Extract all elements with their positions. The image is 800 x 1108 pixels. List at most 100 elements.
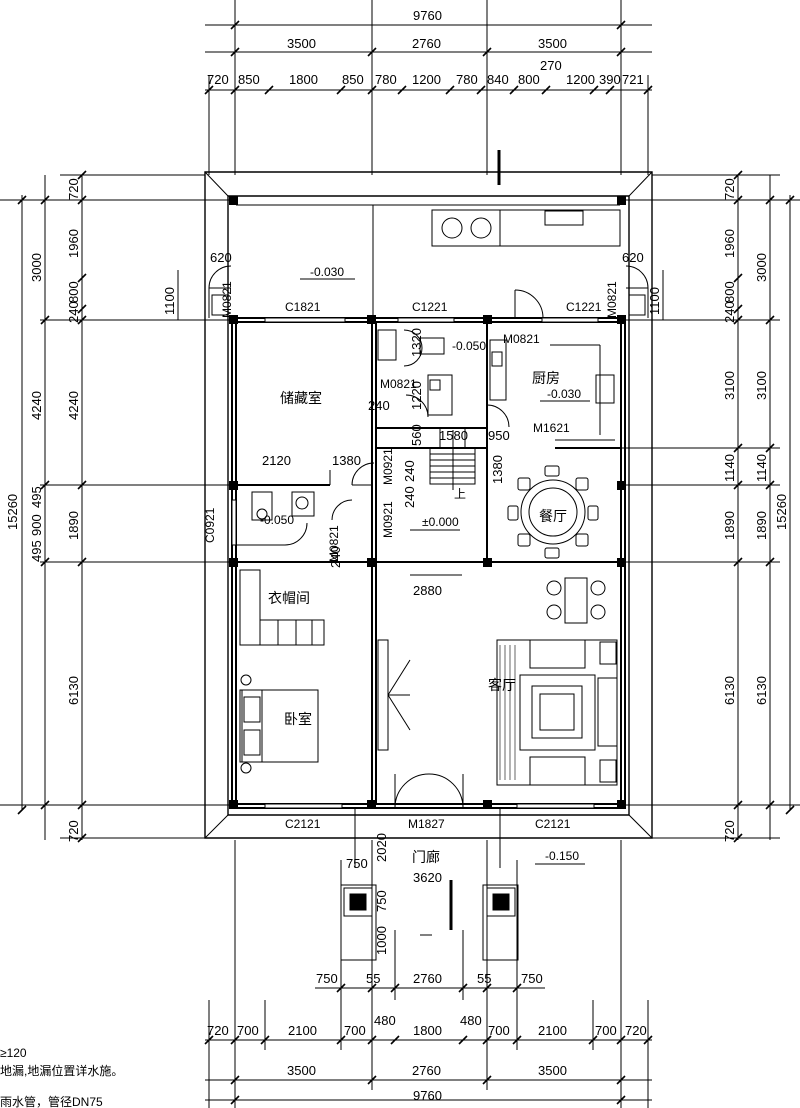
dim-240-b: 240	[402, 460, 417, 482]
dim-top-detail-4: 850	[342, 72, 364, 87]
dim-left-b-4: 495	[29, 486, 44, 508]
dim-right-b-5: 1890	[754, 511, 769, 540]
dim-2880: 2880	[413, 583, 442, 598]
dim-left-b-3: 4240	[29, 391, 44, 420]
room-cloakroom: 衣帽间	[268, 590, 310, 606]
code-m0921-b: M0921	[381, 501, 395, 538]
note-line-2: 地漏,地漏位置详水施。	[0, 1063, 123, 1078]
dim-3620: 3620	[413, 870, 442, 885]
dim-left-a-7: 6130	[66, 676, 81, 705]
code-m0921-a: M0921	[381, 448, 395, 485]
dim-top-detail-12: 721	[622, 72, 644, 87]
dim-left-b-1: 3000	[29, 253, 44, 282]
dim-top-detail-9: 800	[518, 72, 540, 87]
dim-bottom-detail-7: 480	[460, 1013, 482, 1028]
dim-bottom-porch-4: 55	[477, 971, 491, 986]
code-m1827: M1827	[408, 817, 445, 831]
dim-right-a-6: 1140	[722, 454, 737, 482]
note-line-3: 雨水管，管径DN75	[0, 1094, 103, 1108]
dim-1320: 1320	[409, 328, 424, 357]
dim-top-sub-3: 3500	[538, 36, 567, 51]
dim-240-d: 240	[328, 546, 343, 568]
dim-top-detail-8: 840	[487, 72, 509, 87]
dim-top-sub-1: 3500	[287, 36, 316, 51]
dim-top-detail-7: 780	[456, 72, 478, 87]
room-dining: 餐厅	[539, 508, 567, 524]
dim-right-a-2: 1960	[722, 229, 737, 258]
code-m1621: M1621	[533, 421, 570, 435]
dim-bottom-detail-11: 720	[625, 1023, 647, 1038]
code-m0821-top-left: M0821	[220, 281, 234, 318]
code-c0921: C0921	[203, 507, 217, 543]
level-bath-small: -0.050	[452, 339, 486, 353]
stair-up-label: 上	[454, 487, 466, 501]
room-storage: 储藏室	[280, 390, 322, 406]
dim-1220: 1220	[409, 381, 424, 410]
level-bath: -0.050	[260, 513, 294, 527]
dim-top-detail-2: 850	[238, 72, 260, 87]
dim-right-a-8: 6130	[722, 676, 737, 705]
dim-right-b-4: 1140	[754, 454, 769, 482]
code-c1221-b: C1221	[566, 300, 602, 314]
dim-2120: 2120	[262, 453, 291, 468]
dim-top-detail-3: 1800	[289, 72, 318, 87]
code-c2121-b: C2121	[535, 817, 571, 831]
dim-bottom-detail-4: 700	[344, 1023, 366, 1038]
dim-left-b-2: 1100	[162, 287, 177, 315]
dim-top-detail-11: 390	[599, 72, 621, 87]
dim-240-c: 240	[402, 486, 417, 508]
dim-bottom-detail-2: 700	[237, 1023, 259, 1038]
dim-left-total: 15260	[5, 494, 20, 530]
dim-bottom-detail-1: 720	[207, 1023, 229, 1038]
dim-bottom-sub-3: 3500	[538, 1063, 567, 1078]
dim-1000: 1000	[374, 926, 389, 955]
code-m0821-bath: M0821	[327, 525, 341, 562]
dim-620-left: 620	[210, 250, 232, 265]
dim-750-a: 750	[346, 856, 368, 871]
dim-right-a-9: 720	[722, 820, 737, 842]
room-porch: 门廊	[412, 849, 440, 865]
dim-750-b: 750	[374, 890, 389, 912]
dim-bottom-porch-3: 2760	[413, 971, 442, 986]
dim-240-a: 240	[368, 398, 390, 413]
dim-bottom-porch-5: 750	[521, 971, 543, 986]
dim-bottom-sub-2: 2760	[412, 1063, 441, 1078]
code-m0821-storage: M0821	[380, 377, 417, 391]
dim-right-total: 15260	[774, 494, 789, 530]
dim-right-b-6: 6130	[754, 676, 769, 705]
dim-left-a-5: 4240	[66, 391, 81, 420]
dim-top-detail-10: 1200	[566, 72, 595, 87]
dim-left-b-6: 495	[29, 540, 44, 562]
dim-bottom-sub-1: 3500	[287, 1063, 316, 1078]
dim-left-a-2: 1960	[66, 229, 81, 258]
dim-2020: 2020	[374, 833, 389, 862]
dim-left-b-5: 900	[29, 514, 44, 536]
level-top: -0.030	[310, 265, 344, 279]
room-kitchen: 厨房	[532, 370, 560, 386]
dim-left-a-6: 1890	[66, 511, 81, 540]
dim-top-detail-5: 780	[375, 72, 397, 87]
dim-950: 950	[488, 428, 510, 443]
dim-left-a-3: 800	[66, 281, 81, 303]
dim-bottom-porch-1: 750	[316, 971, 338, 986]
dim-right-b-1: 3000	[754, 253, 769, 282]
dim-left-a-4: 240	[66, 301, 81, 323]
dim-top-extra: 270	[540, 58, 562, 73]
dim-bottom-detail-6: 1800	[413, 1023, 442, 1038]
dim-right-a-7: 1890	[722, 511, 737, 540]
dim-right-a-5: 3100	[722, 371, 737, 400]
dim-620-right: 620	[622, 250, 644, 265]
dim-1380-b: 1380	[490, 455, 505, 484]
dim-top-total: 9760	[413, 8, 442, 23]
room-bedroom: 卧室	[284, 711, 312, 727]
dim-top-sub-2: 2760	[412, 36, 441, 51]
dim-560: 560	[409, 424, 424, 446]
dim-bottom-detail-9: 2100	[538, 1023, 567, 1038]
dim-right-a-1: 720	[722, 178, 737, 200]
dim-left-a-1: 720	[66, 178, 81, 200]
code-c1221-a: C1221	[412, 300, 448, 314]
level-kitchen: -0.030	[547, 387, 581, 401]
dim-bottom-total: 9760	[413, 1088, 442, 1103]
dim-top-detail-6: 1200	[412, 72, 441, 87]
